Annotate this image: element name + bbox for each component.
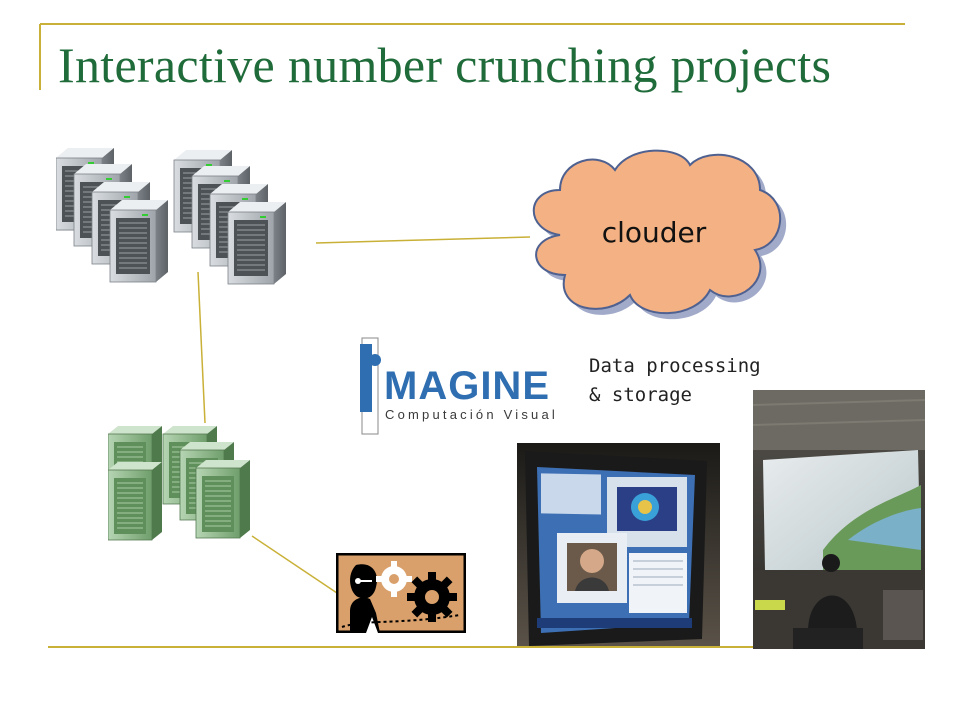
logo-subtitle: Computación Visual bbox=[385, 407, 558, 422]
cloud-icon bbox=[532, 149, 787, 320]
storage-caption: Data processing & storage bbox=[589, 355, 761, 406]
connector-servers-green bbox=[197, 271, 206, 424]
logo-wordmark: MAGINE bbox=[384, 364, 550, 408]
cloud-label: clouder bbox=[601, 216, 707, 249]
imagine-logo-mark bbox=[360, 337, 381, 435]
connector-green-gears bbox=[251, 535, 341, 596]
projection-room-photo bbox=[753, 390, 925, 649]
cloud-shape bbox=[532, 149, 782, 315]
page-title: Interactive number crunching projects bbox=[58, 37, 832, 93]
laptop-photo bbox=[517, 443, 720, 646]
gears-clipart-icon bbox=[336, 553, 466, 633]
connector-servers-cloud bbox=[315, 236, 531, 244]
server-cluster-icon bbox=[56, 147, 287, 285]
green-server-cluster-icon bbox=[108, 425, 251, 541]
